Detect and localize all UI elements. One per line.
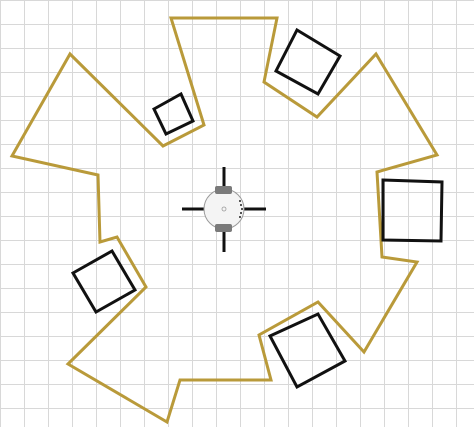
robot-sensor-dots (239, 200, 243, 218)
robot[interactable] (182, 167, 266, 252)
robot-center-marker (221, 206, 227, 212)
robot-sensor-dot (241, 208, 243, 210)
obstacle-box[interactable] (267, 312, 348, 390)
obstacles (70, 27, 444, 390)
obstacle-box[interactable] (381, 178, 444, 243)
obstacle-box[interactable] (273, 27, 343, 97)
robot-sensor-dot (240, 212, 242, 214)
robot-body (203, 188, 245, 230)
obstacle-box[interactable] (152, 91, 195, 137)
robot-sensor-dot (239, 216, 241, 218)
robot-wheel-top (215, 186, 232, 194)
obstacle-box[interactable] (70, 248, 138, 315)
arena-wall (9, 16, 440, 425)
robot-sensor-dot (239, 200, 241, 202)
robot-sensor-dot (240, 204, 242, 206)
robot-wheel-bottom (215, 224, 232, 232)
